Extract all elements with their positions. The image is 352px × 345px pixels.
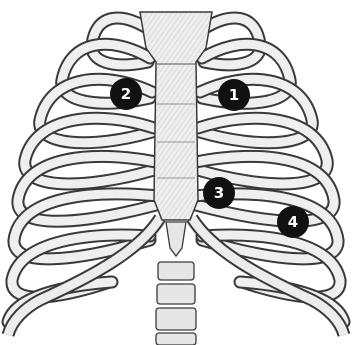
- marker-2-label: 2: [121, 85, 131, 103]
- spine: [156, 222, 196, 345]
- marker-3-label: 3: [214, 184, 224, 202]
- marker-4-label: 4: [288, 213, 298, 231]
- marker-1: 1: [218, 79, 250, 111]
- marker-3: 3: [203, 177, 235, 209]
- marker-2: 2: [110, 78, 142, 110]
- marker-4: 4: [277, 206, 309, 238]
- marker-1-label: 1: [229, 86, 239, 104]
- sternum: [140, 12, 212, 220]
